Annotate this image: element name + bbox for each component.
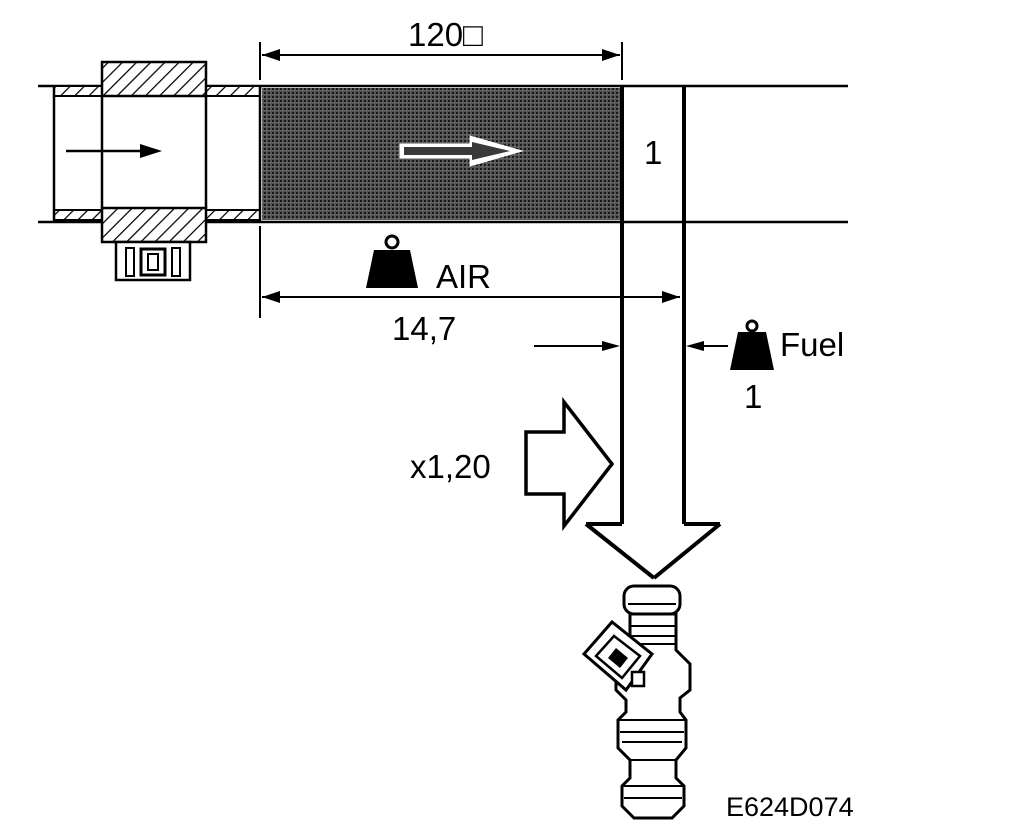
sensor-connector [114, 240, 192, 282]
multiplier-arrow-icon [524, 396, 615, 532]
section-value: 1 [644, 134, 662, 171]
arrow-right-icon [399, 135, 524, 167]
duct-length-label: 120□ [408, 16, 483, 53]
air-mass-block [258, 84, 848, 224]
fuel-section [620, 86, 686, 524]
air-ratio-label: 14,7 [392, 310, 456, 347]
multiplier-label: x1,20 [410, 448, 491, 485]
combined-flow-arrow [584, 522, 722, 580]
fuel-label: Fuel [780, 326, 844, 363]
weight-icon [366, 234, 418, 288]
fuel-injector-icon [581, 584, 692, 820]
arrow-right-icon [66, 144, 162, 158]
air-flow-meter [100, 60, 208, 282]
intake-duct [38, 84, 261, 224]
injector-connector [581, 619, 655, 693]
weight-icon [730, 319, 774, 370]
duct-length-dimension [259, 42, 623, 80]
figure-code: E624D074 [726, 792, 854, 822]
air-label: AIR [436, 258, 491, 295]
air-ratio-dimension [259, 226, 680, 318]
fuel-channel-arrows [534, 341, 728, 351]
fuel-ratio-label: 1 [744, 378, 762, 415]
